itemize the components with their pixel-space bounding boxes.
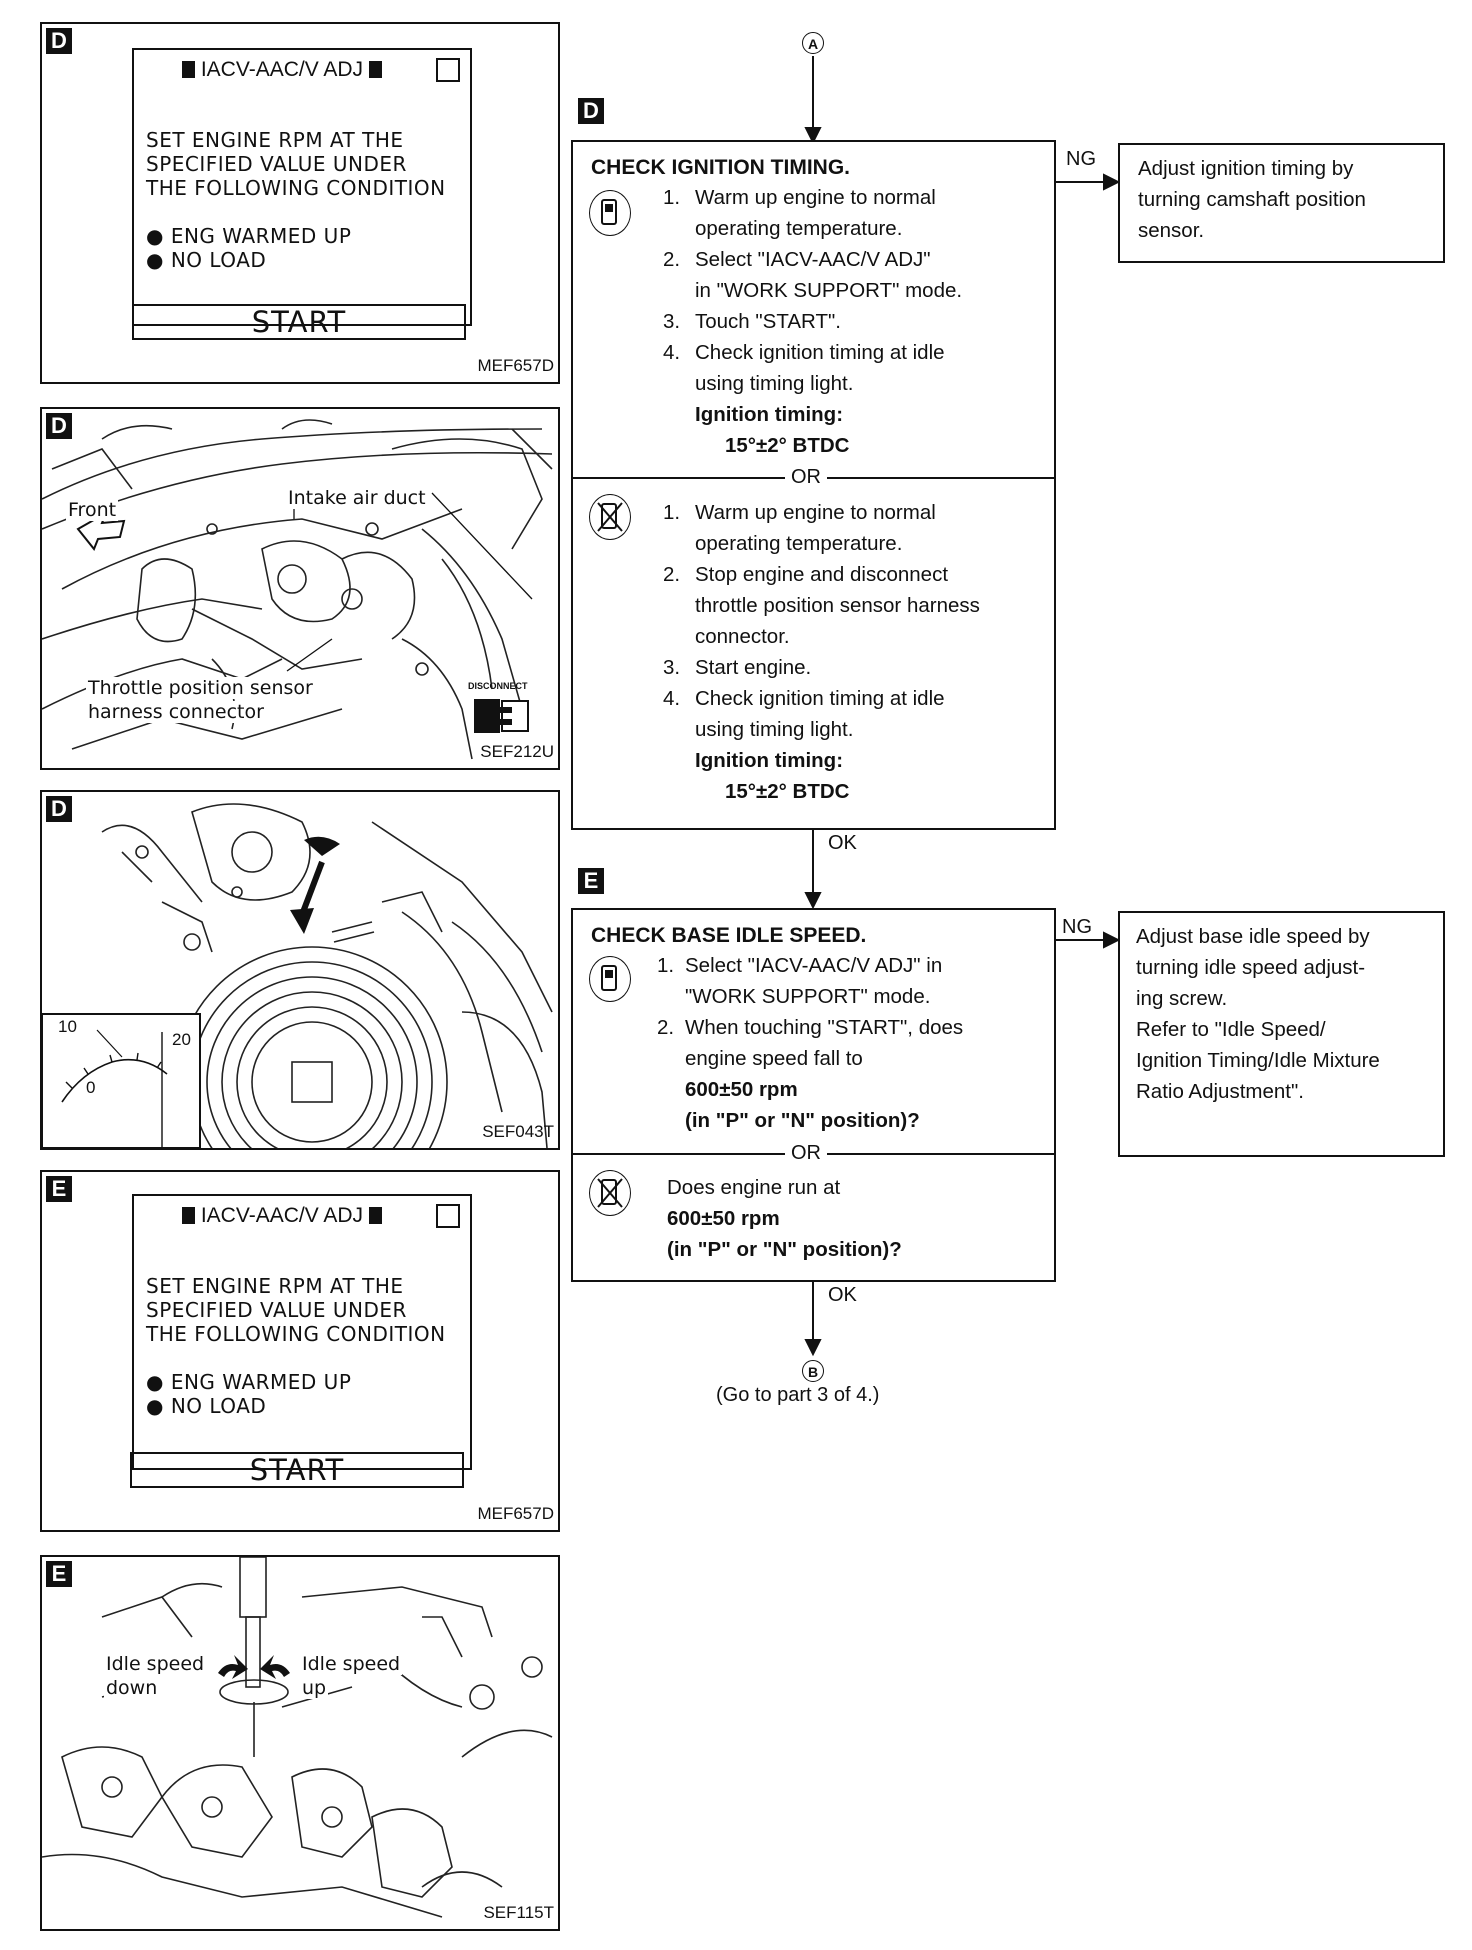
ignition-timing-value: 15°±2° BTDC [725, 434, 850, 457]
start-button[interactable]: START [132, 304, 466, 340]
idle-position-spec: (in "P" or "N" position)? [685, 1109, 920, 1132]
tps-label-line2: harness connector [86, 701, 266, 723]
screen-instructions: SET ENGINE RPM AT THE SPECIFIED VALUE UN… [146, 128, 446, 272]
screen-title-row: IACV-AAC/V ADJ [182, 58, 382, 82]
no-consult-icon [589, 1170, 631, 1216]
step-tag-d: D [578, 98, 604, 124]
or-label: OR [785, 466, 827, 489]
figure-code: MEF657D [477, 356, 554, 375]
screen-checkbox [436, 1204, 460, 1228]
consult-screen: IACV-AAC/V ADJ SET ENGINE RPM AT THE SPE… [132, 1194, 472, 1470]
step-title: CHECK IGNITION TIMING. [591, 156, 850, 179]
tps-label-line1: Throttle position sensor [86, 677, 315, 699]
condition-item: ENG WARMED UP [170, 1370, 352, 1394]
idle-speed-down-label-2: down [104, 1677, 160, 1699]
gauge-label-10: 10 [58, 1017, 77, 1036]
step-title: CHECK BASE IDLE SPEED. [591, 924, 867, 947]
ignition-timing-label: Ignition timing: [695, 749, 844, 772]
idle-rpm-spec: 600±50 rpm [685, 1078, 798, 1101]
step-tag: D [46, 28, 72, 54]
screen-title: IACV-AAC/V ADJ [200, 58, 364, 81]
ok-label-d: OK [828, 832, 857, 854]
ok-label-e: OK [828, 1284, 857, 1306]
front-label: Front [66, 499, 119, 521]
screen-checkbox [436, 58, 460, 82]
screen-instructions: SET ENGINE RPM AT THE SPECIFIED VALUE UN… [146, 1274, 446, 1418]
no-consult-icon [589, 494, 631, 540]
crank-pulley-illustration [42, 803, 553, 1148]
ng-label-d: NG [1066, 148, 1096, 170]
screen-title-row: IACV-AAC/V ADJ [182, 1204, 382, 1228]
condition-item: NO LOAD [170, 248, 267, 272]
condition-item: ENG WARMED UP [170, 224, 352, 248]
check-ignition-timing-box: CHECK IGNITION TIMING. 1. Warm up engine… [571, 140, 1056, 830]
consult-icon [589, 190, 631, 236]
timing-mark-panel: D 10 20 0 SEF043T [40, 790, 560, 1150]
ignition-timing-value: 15°±2° BTDC [725, 780, 850, 803]
connector-b: B [802, 1360, 824, 1382]
step-tag-e: E [578, 868, 604, 894]
figure-code: MEF657D [477, 1504, 554, 1523]
figure-code: SEF115T [483, 1903, 554, 1922]
consult-screen-panel-e: E IACV-AAC/V ADJ SET ENGINE RPM AT THE S… [40, 1170, 560, 1532]
idle-speed-up-label-2: up [300, 1677, 329, 1699]
idle-rpm-spec: 600±50 rpm [667, 1207, 780, 1230]
idle-screw-illustration [42, 1557, 553, 1918]
gauge-label-0: 0 [86, 1078, 96, 1097]
disconnect-label: DISCONNECT [468, 681, 528, 691]
consult-icon [589, 956, 631, 1002]
step-tag: D [46, 413, 72, 439]
step-tag: E [46, 1176, 72, 1202]
idle-speed-down-label-1: Idle speed [104, 1653, 207, 1675]
screen-title: IACV-AAC/V ADJ [200, 1204, 364, 1227]
step-tag: D [46, 796, 72, 822]
condition-item: NO LOAD [170, 1394, 267, 1418]
consult-screen-panel-d: D IACV-AAC/V ADJ SET ENGINE RPM AT THE S… [40, 22, 560, 384]
without-tool-question: Does engine run at [667, 1176, 841, 1199]
idle-speed-up-label-1: Idle speed [300, 1653, 403, 1675]
disconnect-icon [474, 699, 529, 733]
go-to-part-text: (Go to part 3 of 4.) [716, 1384, 880, 1406]
intake-air-duct-label: Intake air duct [286, 487, 428, 509]
gauge-label-20: 20 [172, 1030, 191, 1049]
start-button[interactable]: START [130, 1452, 464, 1488]
connector-a: A [802, 32, 824, 54]
engine-illustration [42, 419, 553, 760]
ng-label-e: NG [1062, 916, 1092, 938]
check-base-idle-speed-box: CHECK BASE IDLE SPEED. 1. Select "IACV-A… [571, 908, 1056, 1282]
figure-code: SEF043T [482, 1122, 554, 1141]
idle-position-spec: (in "P" or "N" position)? [667, 1238, 902, 1261]
ignition-timing-label: Ignition timing: [695, 403, 844, 426]
figure-code: SEF212U [480, 742, 554, 761]
idle-screw-panel: E Idle speed down Idle speed up SEF115T [40, 1555, 560, 1931]
tps-connector-panel: D Front Intake air duct Throttle positio… [40, 407, 560, 770]
consult-screen: IACV-AAC/V ADJ SET ENGINE RPM AT THE SPE… [132, 48, 472, 326]
step-tag: E [46, 1561, 72, 1587]
or-label: OR [785, 1142, 827, 1165]
